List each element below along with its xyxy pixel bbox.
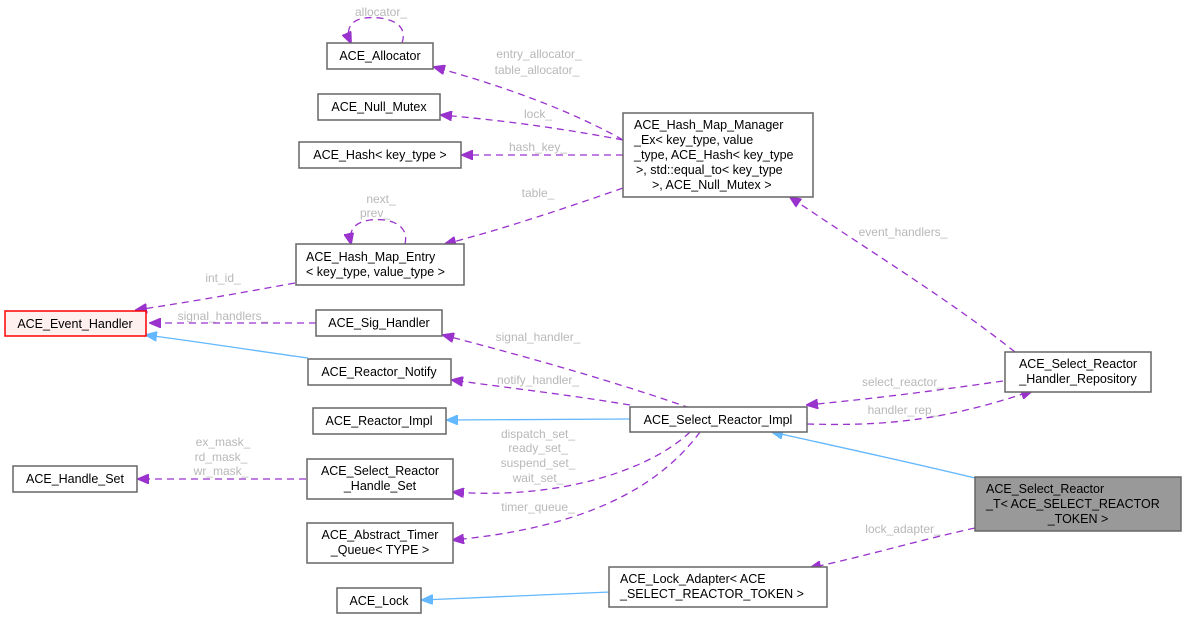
node-label: ACE_Null_Mutex <box>331 100 427 114</box>
edge-repo-manager <box>790 197 1016 353</box>
label-impl-handle-set-3: suspend_set_ <box>501 456 576 470</box>
edge-impl-handle-set <box>453 431 691 493</box>
label-handleset-2: rd_mask_ <box>195 450 248 464</box>
node-ace-null-mutex[interactable]: ACE_Null_Mutex <box>317 93 441 121</box>
node-ace-select-reactor-t[interactable]: ACE_Select_Reactor _T< ACE_SELECT_REACTO… <box>974 476 1182 532</box>
edge-entry-event-handler <box>136 282 296 310</box>
node-label-line-1: ACE_Lock_Adapter< ACE <box>620 572 766 586</box>
node-ace-lock[interactable]: ACE_Lock <box>336 587 422 614</box>
node-label-line-1: ACE_Hash_Map_Entry <box>306 250 436 264</box>
label-impl-sig: signal_handler_ <box>496 330 581 344</box>
node-ace-hash-map-entry[interactable]: ACE_Hash_Map_Entry < key_type, value_typ… <box>295 243 465 286</box>
node-label-line-3: _TOKEN > <box>1047 512 1109 526</box>
node-ace-select-reactor-handler-repository[interactable]: ACE_Select_Reactor _Handler_Repository <box>1004 351 1152 393</box>
node-label-line-3: _type, ACE_Hash< key_type <box>633 148 794 162</box>
label-t-lock-adapter: lock_adapter_ <box>865 522 941 536</box>
node-label-line-1: ACE_Select_Reactor <box>986 482 1104 496</box>
node-ace-hash[interactable]: ACE_Hash< key_type > <box>298 141 462 169</box>
node-label: ACE_Allocator <box>339 49 420 63</box>
node-label: ACE_Reactor_Notify <box>321 365 437 379</box>
label-manager-mutex: lock_ <box>524 107 552 121</box>
node-label-line-1: ACE_Hash_Map_Manager <box>634 118 783 132</box>
edge-impl-notify <box>452 380 631 406</box>
node-label-line-1: ACE_Select_Reactor <box>321 464 439 478</box>
node-label-line-2: _Ex< key_type, value <box>633 133 753 147</box>
label-sig-event-handler: signal_handlers_ <box>178 309 269 323</box>
label-impl-handle-set-2: ready_set_ <box>508 441 568 455</box>
edge-repo-impl <box>807 380 1004 405</box>
label-impl-handle-set-1: dispatch_set_ <box>501 427 575 441</box>
node-label-line-1: ACE_Abstract_Timer <box>322 528 439 542</box>
node-ace-handle-set[interactable]: ACE_Handle_Set <box>12 465 138 493</box>
edge-impl-timer <box>453 431 701 540</box>
label-allocator-self: allocator_ <box>355 5 407 19</box>
node-ace-lock-adapter[interactable]: ACE_Lock_Adapter< ACE _SELECT_REACTOR_TO… <box>608 566 828 608</box>
edges <box>136 16 1032 568</box>
node-ace-reactor-notify[interactable]: ACE_Reactor_Notify <box>307 358 452 386</box>
edge-manager-entry <box>445 187 624 244</box>
label-manager-hash: hash_key_ <box>509 140 567 154</box>
edge-entry-self <box>350 218 407 244</box>
node-label-line-1: ACE_Select_Reactor <box>1019 357 1137 371</box>
node-ace-select-reactor-impl[interactable]: ACE_Select_Reactor_Impl <box>629 406 808 433</box>
edge-impl-repo <box>806 391 1032 426</box>
label-handleset-3: wr_mask_ <box>193 464 249 478</box>
node-ace-reactor-impl[interactable]: ACE_Reactor_Impl <box>312 407 447 435</box>
edge-labels: allocator_ entry_allocator_ table_alloca… <box>178 5 948 536</box>
label-manager-allocator-2: table_allocator_ <box>495 63 580 77</box>
node-ace-abstract-timer-queue[interactable]: ACE_Abstract_Timer _Queue< TYPE > <box>306 522 454 564</box>
label-manager-entry: table_ <box>522 186 555 200</box>
node-ace-sig-handler[interactable]: ACE_Sig_Handler <box>315 309 443 337</box>
label-entry-event-handler: int_id_ <box>205 271 241 285</box>
node-label: ACE_Lock <box>349 594 409 608</box>
label-repo-impl: select_reactor_ <box>862 375 944 389</box>
inheritance-edges <box>146 335 976 600</box>
label-impl-repo: handler_rep_ <box>868 403 939 417</box>
edge-manager-null-mutex <box>441 115 624 141</box>
node-label: ACE_Select_Reactor_Impl <box>644 413 793 427</box>
edge-impl-sig <box>443 335 691 409</box>
node-label: ACE_Event_Handler <box>17 317 132 331</box>
edge-notify-event-handler <box>146 335 309 359</box>
edge-t-impl <box>772 432 976 479</box>
node-ace-event-handler[interactable]: ACE_Event_Handler <box>4 310 147 337</box>
label-repo-manager: event_handlers_ <box>859 225 948 239</box>
node-label-line-4: >, std::equal_to< key_type <box>636 163 783 177</box>
node-label-line-2: _SELECT_REACTOR_TOKEN > <box>619 587 804 601</box>
edge-t-lock-adapter <box>810 527 976 568</box>
label-manager-allocator-1: entry_allocator_ <box>496 47 582 61</box>
label-handleset-1: ex_mask_ <box>196 435 251 449</box>
node-label-line-2: < key_type, value_type > <box>306 265 445 279</box>
node-label: ACE_Handle_Set <box>26 472 125 486</box>
node-label-line-2: _Handler_Repository <box>1018 372 1137 386</box>
label-impl-notify: notify_handler_ <box>497 373 579 387</box>
node-label-line-2: _Handle_Set <box>343 479 417 493</box>
edge-impl-reactor-impl <box>447 419 631 420</box>
label-impl-timer: timer_queue_ <box>501 500 575 514</box>
node-label-line-2: _Queue< TYPE > <box>330 543 429 557</box>
node-label-line-5: >, ACE_Null_Mutex > <box>652 178 772 192</box>
node-ace-allocator[interactable]: ACE_Allocator <box>326 42 434 70</box>
label-entry-self-1: next_ <box>366 192 396 206</box>
node-label-line-2: _T< ACE_SELECT_REACTOR <box>985 497 1160 511</box>
node-label: ACE_Sig_Handler <box>328 316 429 330</box>
node-ace-hash-map-manager-ex[interactable]: ACE_Hash_Map_Manager _Ex< key_type, valu… <box>622 112 814 198</box>
edge-manager-allocator <box>434 67 624 141</box>
node-label: ACE_Hash< key_type > <box>313 148 446 162</box>
edge-lock-adapter-lock <box>422 591 611 600</box>
node-label: ACE_Reactor_Impl <box>326 414 433 428</box>
node-ace-select-reactor-handle-set[interactable]: ACE_Select_Reactor _Handle_Set <box>306 458 454 500</box>
edge-allocator-self <box>349 16 404 43</box>
label-impl-handle-set-4: wait_set_ <box>512 471 564 485</box>
label-entry-self-2: prev_ <box>360 206 390 220</box>
